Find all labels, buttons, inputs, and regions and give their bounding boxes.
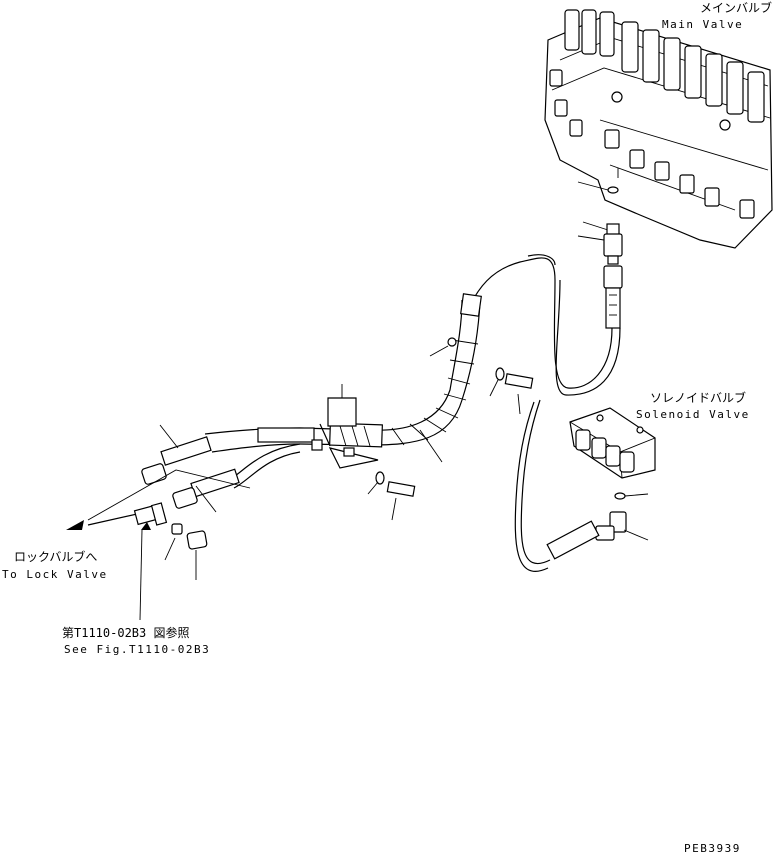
fitting-drawing xyxy=(164,523,208,580)
main-valve-label-jp: メインバルブ xyxy=(700,0,772,15)
lock-valve-label-jp: ロックバルブへ xyxy=(14,549,97,564)
bracket-drawing xyxy=(311,384,379,469)
see-figure-label-jp: 第T1110-02B3 図参照 xyxy=(62,625,189,640)
main-valve-label-en: Main Valve xyxy=(662,18,743,31)
hose-drawing xyxy=(141,424,240,513)
fitting-drawing xyxy=(514,399,649,572)
lock-valve-connector xyxy=(66,469,251,621)
fitting-drawing xyxy=(577,181,623,265)
hose-drawing xyxy=(204,254,623,489)
drawing-code: PEB3939 xyxy=(684,842,741,855)
bolt-drawing xyxy=(367,337,534,521)
lock-valve-label-en: To Lock Valve xyxy=(2,568,108,581)
see-figure-label-en: See Fig.T1110-02B3 xyxy=(64,643,210,656)
main-valve-drawing xyxy=(544,9,773,249)
solenoid-valve-drawing xyxy=(569,407,656,479)
solenoid-valve-label-en: Solenoid Valve xyxy=(636,408,750,421)
solenoid-valve-label-jp: ソレノイドバルブ xyxy=(650,390,746,405)
